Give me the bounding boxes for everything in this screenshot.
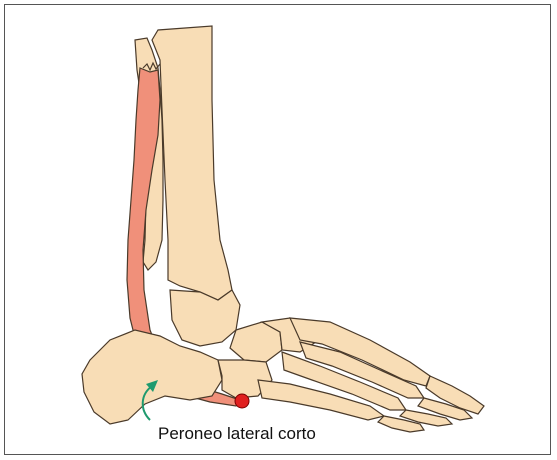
red-dot-icon <box>235 394 249 408</box>
tibia-bone <box>152 26 232 300</box>
muscle-caption: Peroneo lateral corto <box>158 425 316 442</box>
talus-bone <box>170 290 240 346</box>
